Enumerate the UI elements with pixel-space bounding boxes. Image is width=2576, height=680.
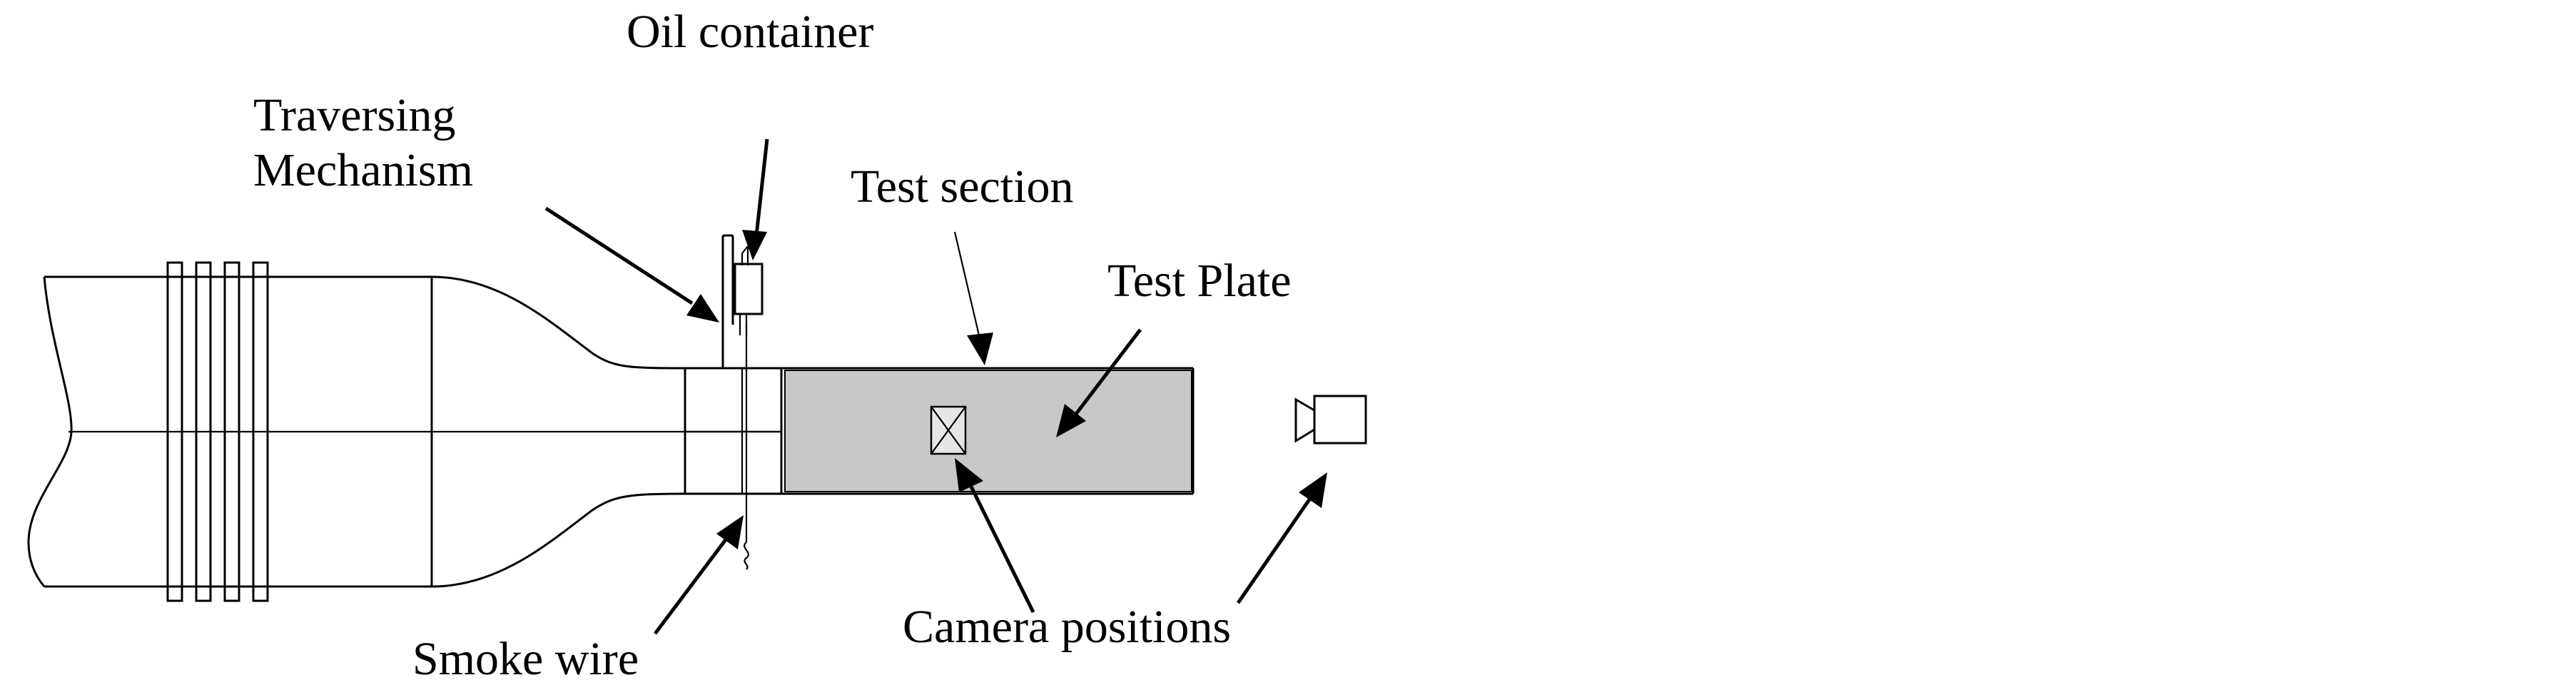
test-section bbox=[781, 367, 1195, 495]
contraction bbox=[431, 275, 686, 588]
label-oil-container: Oil container bbox=[627, 6, 873, 58]
arrow-test-plate bbox=[1056, 328, 1142, 437]
label-traversing-line1: Traversing bbox=[253, 89, 456, 141]
arrow-traversing-mechanism bbox=[544, 206, 719, 323]
label-traversing-line2: Mechanism bbox=[253, 144, 473, 196]
settling-chamber bbox=[27, 261, 781, 602]
smoke-wire-section bbox=[684, 325, 785, 570]
oil-container bbox=[734, 245, 764, 315]
label-test-section: Test section bbox=[851, 161, 1073, 213]
arrow-smoke-wire bbox=[654, 515, 744, 635]
arrow-camera-position-plate bbox=[955, 458, 1035, 614]
arrow-oil-container bbox=[742, 138, 769, 260]
label-test-plate: Test Plate bbox=[1107, 255, 1292, 307]
arrow-test-section bbox=[953, 231, 993, 365]
label-smoke-wire: Smoke wire bbox=[412, 633, 639, 680]
label-camera-positions: Camera positions bbox=[903, 601, 1231, 653]
camera-icon bbox=[1294, 395, 1367, 445]
camera-position-marker-icon bbox=[930, 405, 967, 455]
arrow-camera-position-downstream bbox=[1236, 472, 1327, 604]
test-plate bbox=[784, 370, 1192, 492]
